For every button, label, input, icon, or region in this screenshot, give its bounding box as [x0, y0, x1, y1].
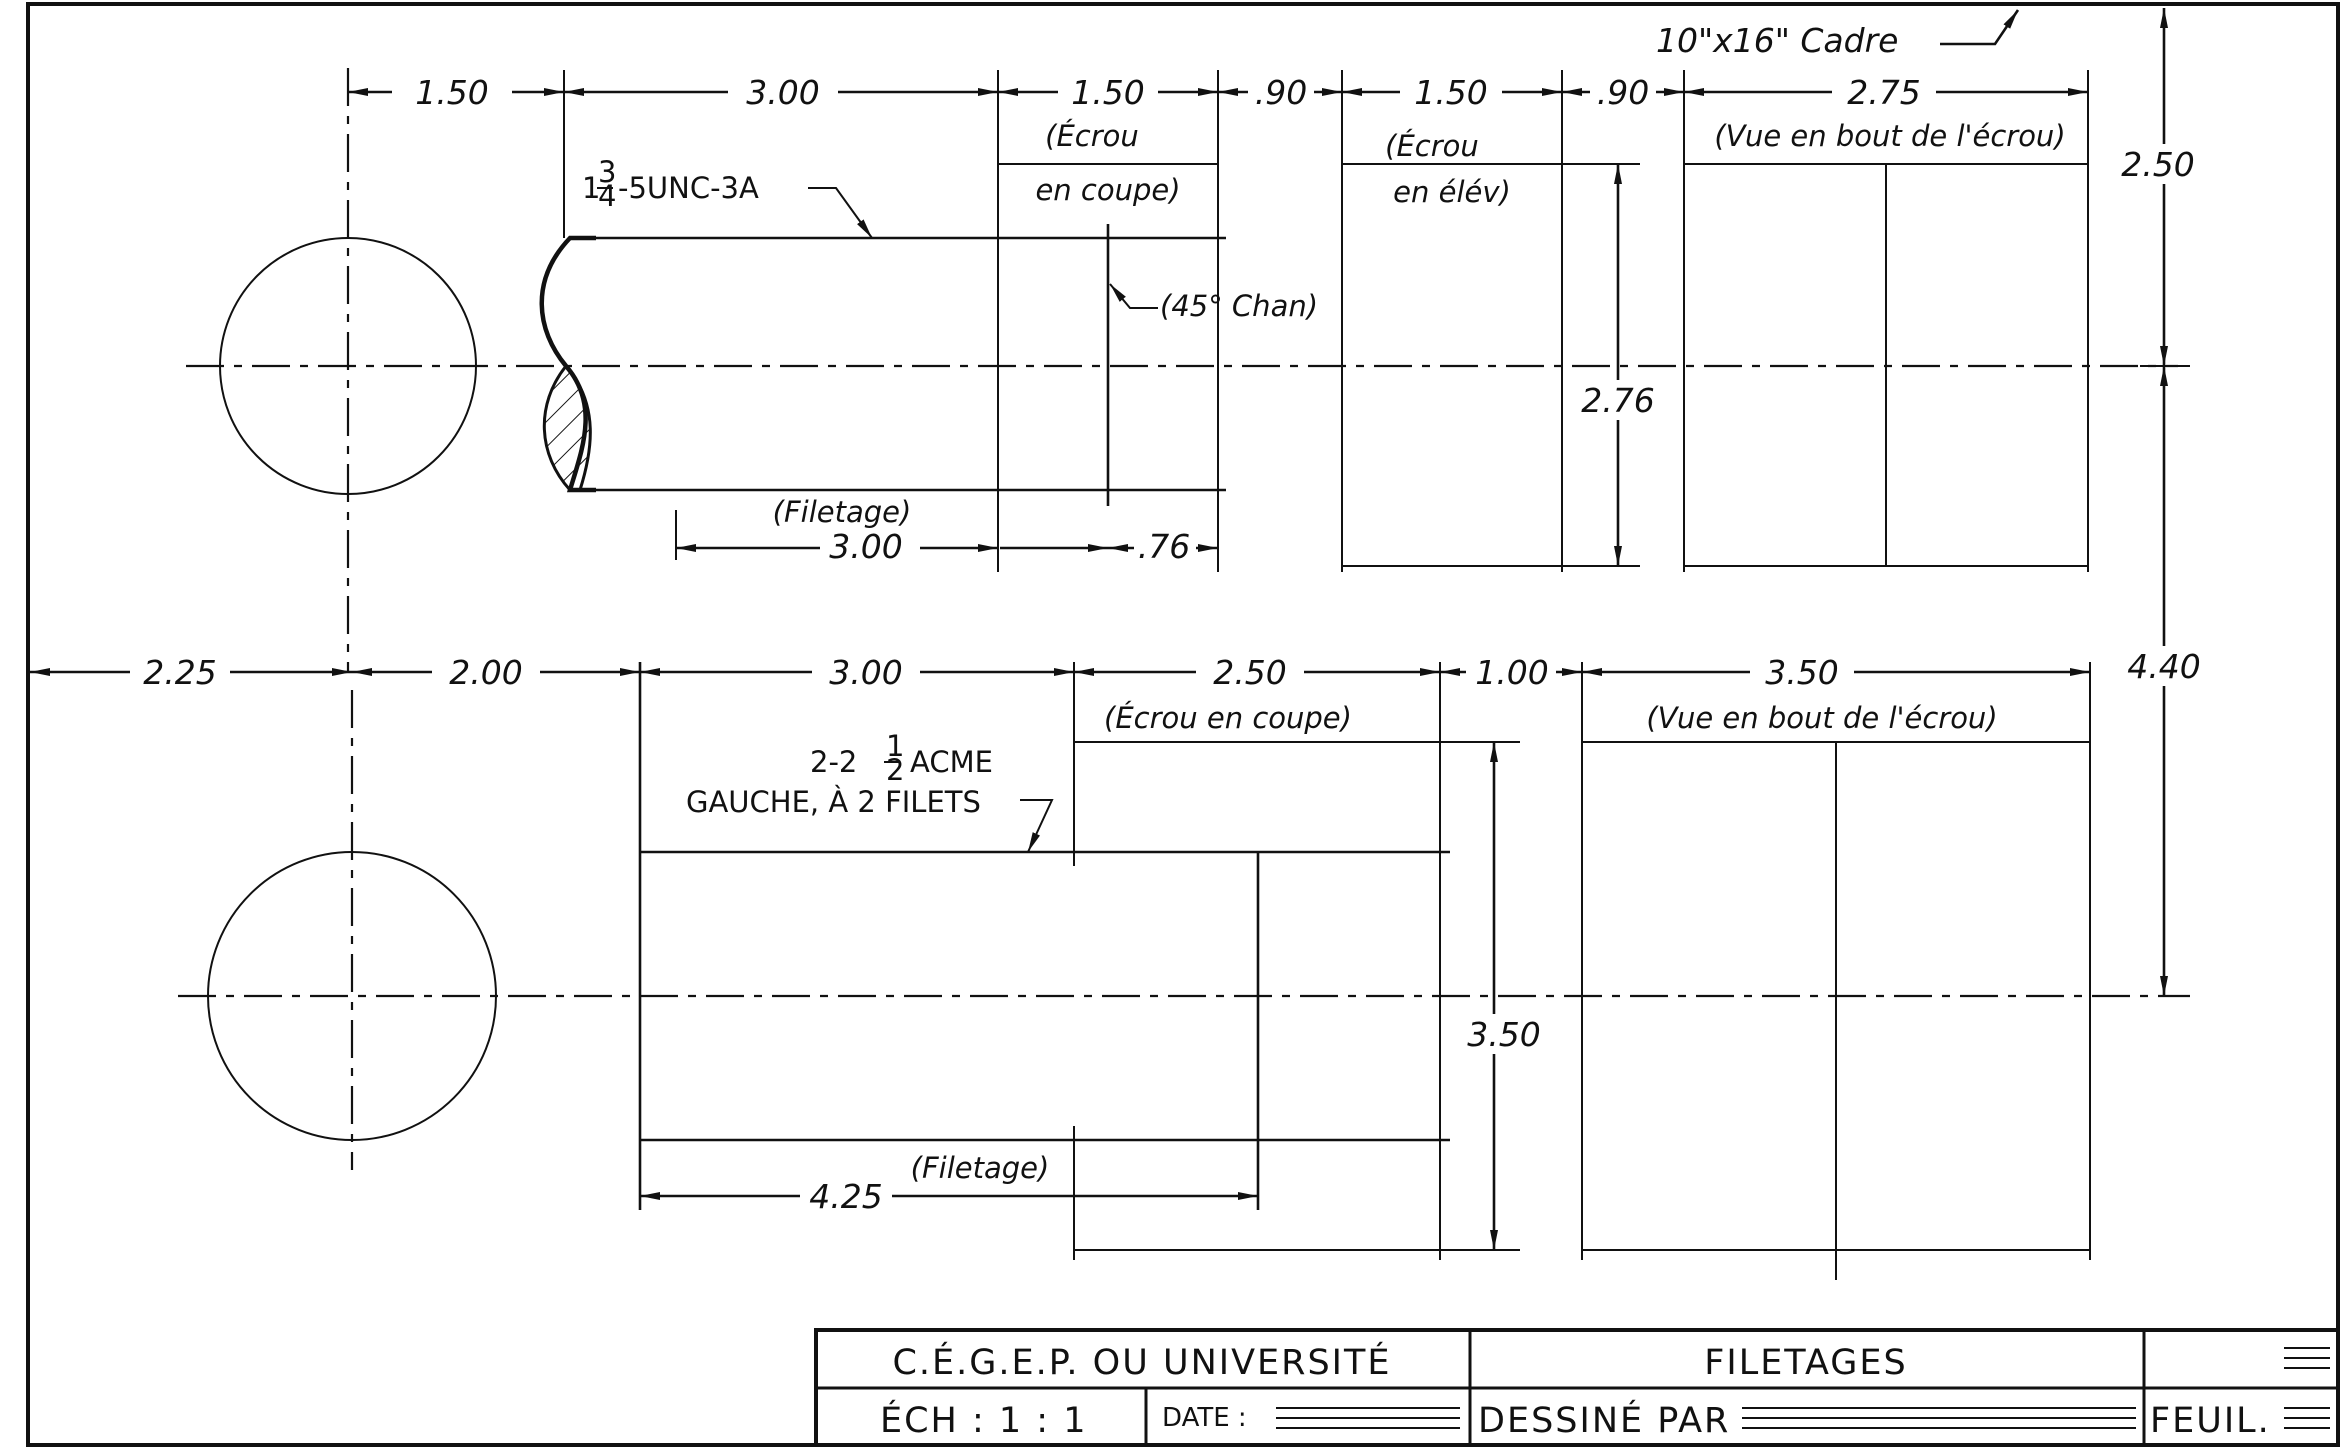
- dim-text-filetage-3-00: 3.00: [829, 527, 902, 566]
- bolt-break-hatch: [542, 363, 592, 492]
- dim-text-090b: .90: [1597, 73, 1649, 112]
- title-block-sheet: FEUIL.: [2150, 1401, 2271, 1441]
- dim-text-2-00: 2.00: [449, 653, 522, 692]
- unc-rest: -5UNC-3A: [618, 171, 759, 205]
- dim-text-2-76: 2.76: [1581, 381, 1654, 420]
- note-ecrou-elev-1: (Écrou: [1385, 129, 1479, 163]
- note-vue-bout-1: (Vue en bout de l'écrou): [1714, 119, 2065, 153]
- note-ecrou-coupe-2: en coupe): [1035, 173, 1180, 207]
- unc-whole: 1: [582, 171, 600, 205]
- note-ecrou-coupe-1: (Écrou: [1045, 119, 1139, 153]
- unc-den: 4: [598, 179, 616, 213]
- acme-rest: ACME: [910, 745, 993, 779]
- title-block: C.É.G.E.P. OU UNIVERSITÉ FILETAGES ÉCH :…: [814, 1328, 2340, 1447]
- acme-den: 2: [886, 753, 904, 787]
- dim-text-3-00: 3.00: [746, 73, 819, 112]
- acme-leader: [1020, 799, 1054, 853]
- unc-num: 3: [598, 155, 616, 189]
- dim-text-2-50-vertical: 2.50: [2121, 145, 2194, 184]
- acme-prefix: 2-2: [810, 745, 857, 779]
- note-filetage-2: (Filetage): [911, 1151, 1050, 1185]
- title-block-scale: ÉCH : 1 : 1: [880, 1399, 1088, 1441]
- title-block-drawn-by: DESSINÉ PAR: [1478, 1399, 1730, 1441]
- note-ecrou-coupe-b: (Écrou en coupe): [1104, 701, 1352, 735]
- unc-leader: [808, 187, 873, 239]
- note-ecrou-elev-2: en élév): [1393, 175, 1511, 209]
- dim-text-3-50-vertical: 3.50: [1467, 1015, 1540, 1054]
- note-vue-bout-2: (Vue en bout de l'écrou): [1646, 701, 1997, 735]
- dim-text-1-50: 1.50: [415, 73, 488, 112]
- dim-text-2-50-bottom: 2.50: [1213, 653, 1286, 692]
- dim-text-090a: .90: [1255, 73, 1307, 112]
- title-block-title: FILETAGES: [1704, 1343, 1908, 1383]
- dim-text-4-25: 4.25: [809, 1177, 882, 1216]
- dim-text-3-00-bottom: 3.00: [829, 653, 902, 692]
- dim-text-076: .76: [1138, 527, 1190, 566]
- acme-line2: GAUCHE, À 2 FILETS: [686, 785, 981, 819]
- title-block-date: DATE :: [1162, 1403, 1247, 1433]
- dim-text-1-50c: 1.50: [1414, 73, 1487, 112]
- dim-text-3-50-horizontal: 3.50: [1765, 653, 1838, 692]
- acme-num: 1: [886, 729, 904, 763]
- dim-text-2-75: 2.75: [1847, 73, 1920, 112]
- chamfer-leader: [1109, 283, 1158, 309]
- dim-text-1-00: 1.00: [1475, 653, 1548, 692]
- note-filetage-1: (Filetage): [773, 495, 912, 529]
- note-chamfer: (45° Chan): [1160, 289, 1318, 323]
- dim-text-2-25: 2.25: [143, 653, 216, 692]
- dim-text-1-50b: 1.50: [1071, 73, 1144, 112]
- title-block-school: C.É.G.E.P. OU UNIVERSITÉ: [892, 1341, 1391, 1383]
- frame-label: 10"x16" Cadre: [1656, 21, 1898, 60]
- frame-label-leader: [1940, 9, 2020, 46]
- dim-text-4-40: 4.40: [2127, 647, 2200, 686]
